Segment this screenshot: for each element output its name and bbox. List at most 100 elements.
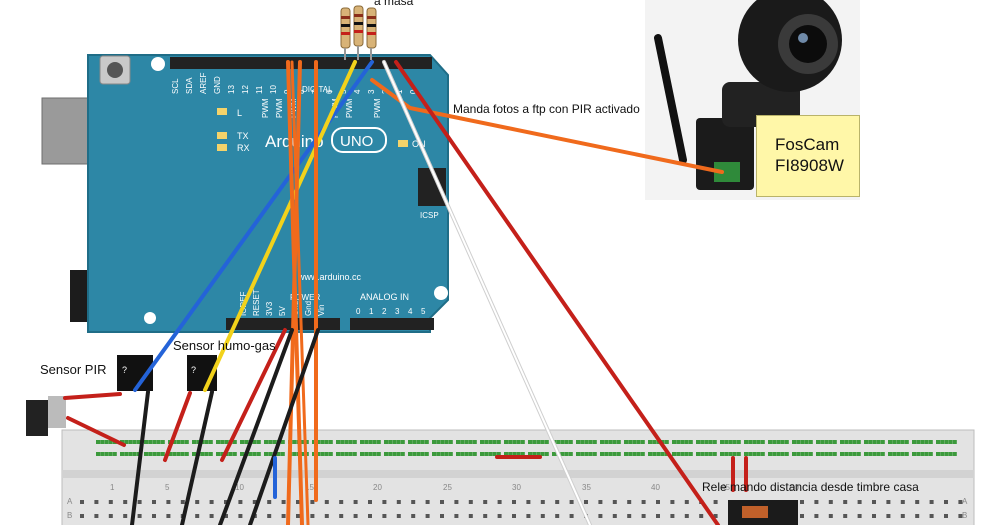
breadboard-hole — [464, 440, 469, 444]
pir-connector — [26, 400, 48, 436]
breadboard-hole — [360, 440, 364, 444]
breadboard-hole — [209, 514, 214, 518]
breadboard-hole — [924, 452, 929, 456]
breadboard-hole — [304, 440, 309, 444]
breadboard-hole — [532, 452, 537, 456]
breadboard-hole — [160, 452, 165, 456]
mount-hole — [151, 57, 165, 71]
camera-terminal — [714, 162, 740, 182]
breadboard-hole — [420, 440, 425, 444]
breadboard-hole — [516, 440, 521, 444]
breadboard-hole — [752, 452, 757, 456]
breadboard-hole — [616, 452, 621, 456]
breadboard-hole — [555, 514, 560, 518]
breadboard-hole — [336, 440, 340, 444]
digital-pin-label: 11 — [255, 85, 264, 94]
breadboard-hole — [556, 440, 561, 444]
breadboard-hole — [627, 500, 632, 504]
breadboard-hole — [624, 440, 628, 444]
breadboard-hole — [748, 440, 753, 444]
breadboard-hole — [944, 440, 949, 444]
breadboard-hole — [857, 514, 862, 518]
breadboard-hole — [416, 452, 421, 456]
digital-pin-label: 0 — [409, 89, 418, 94]
breadboard-hole — [100, 440, 105, 444]
breadboard-hole — [732, 452, 737, 456]
breadboard-hole — [156, 452, 161, 456]
breadboard-hole — [600, 452, 604, 456]
breadboard-hole — [281, 514, 286, 518]
breadboard-hole — [80, 514, 84, 518]
pwm-label: PWM — [261, 98, 270, 118]
breadboard-hole — [636, 440, 641, 444]
breadboard-hole — [924, 440, 929, 444]
breadboard-hole — [808, 440, 813, 444]
breadboard-hole — [412, 440, 417, 444]
breadboard-hole — [94, 500, 99, 504]
breadboard-hole — [340, 440, 345, 444]
breadboard-hole — [448, 452, 453, 456]
breadboard-hole — [568, 452, 573, 456]
breadboard-hole — [166, 500, 171, 504]
breadboard-hole — [684, 440, 689, 444]
breadboard-column-number: 10 — [235, 483, 244, 492]
breadboard-hole — [624, 452, 628, 456]
breadboard-hole — [900, 440, 905, 444]
breadboard-hole — [640, 440, 645, 444]
breadboard-hole — [208, 440, 213, 444]
power-header-label: POWER — [290, 293, 320, 302]
breadboard-hole — [382, 514, 387, 518]
breadboard-hole — [340, 452, 345, 456]
breadboard-column-number: 1 — [110, 483, 115, 492]
breadboard-hole — [892, 440, 897, 444]
breadboard-hole — [528, 452, 532, 456]
breadboard-hole — [688, 452, 693, 456]
breadboard-column-number: 50 — [790, 483, 799, 492]
wire-black — [218, 328, 294, 525]
breadboard-hole — [468, 452, 473, 456]
breadboard-column-number: 45 — [721, 483, 730, 492]
breadboard-hole — [708, 452, 713, 456]
breadboard-hole — [80, 500, 84, 504]
digital-pin-label: SCL — [171, 78, 180, 94]
breadboard-hole — [800, 452, 805, 456]
breadboard-hole — [592, 452, 597, 456]
breadboard-hole — [796, 440, 801, 444]
breadboard-hole — [576, 440, 580, 444]
breadboard-hole — [508, 440, 513, 444]
breadboard-hole — [520, 440, 525, 444]
breadboard-hole — [96, 440, 100, 444]
breadboard-hole — [768, 440, 772, 444]
pwm-label: PWM — [345, 98, 354, 118]
breadboard-hole — [584, 500, 588, 504]
breadboard-hole — [886, 514, 891, 518]
breadboard-hole — [580, 452, 585, 456]
breadboard-hole — [724, 440, 729, 444]
breadboard-hole — [256, 440, 261, 444]
breadboard-hole — [292, 452, 297, 456]
breadboard-hole — [888, 452, 892, 456]
breadboard-hole — [208, 452, 213, 456]
breadboard-hole — [772, 452, 777, 456]
breadboard-hole — [267, 500, 272, 504]
breadboard-hole — [555, 500, 560, 504]
breadboard-hole — [876, 452, 881, 456]
breadboard-row-letter: A — [67, 497, 73, 506]
breadboard-hole — [192, 440, 196, 444]
uno-badge — [331, 127, 387, 153]
breadboard-hole — [760, 452, 765, 456]
breadboard-hole — [96, 452, 100, 456]
power-pin-label: Gnd — [304, 301, 313, 316]
breadboard-hole — [448, 440, 453, 444]
breadboard-hole — [184, 452, 189, 456]
mount-hole — [434, 286, 448, 300]
breadboard-hole — [768, 452, 772, 456]
breadboard-hole — [648, 440, 652, 444]
breadboard-hole — [156, 440, 161, 444]
breadboard-hole — [672, 440, 676, 444]
breadboard-hole — [512, 440, 517, 444]
breadboard-hole — [456, 440, 460, 444]
wire-red — [163, 391, 192, 462]
analog-pin-label: 5 — [421, 307, 426, 316]
breadboard-hole — [497, 514, 502, 518]
